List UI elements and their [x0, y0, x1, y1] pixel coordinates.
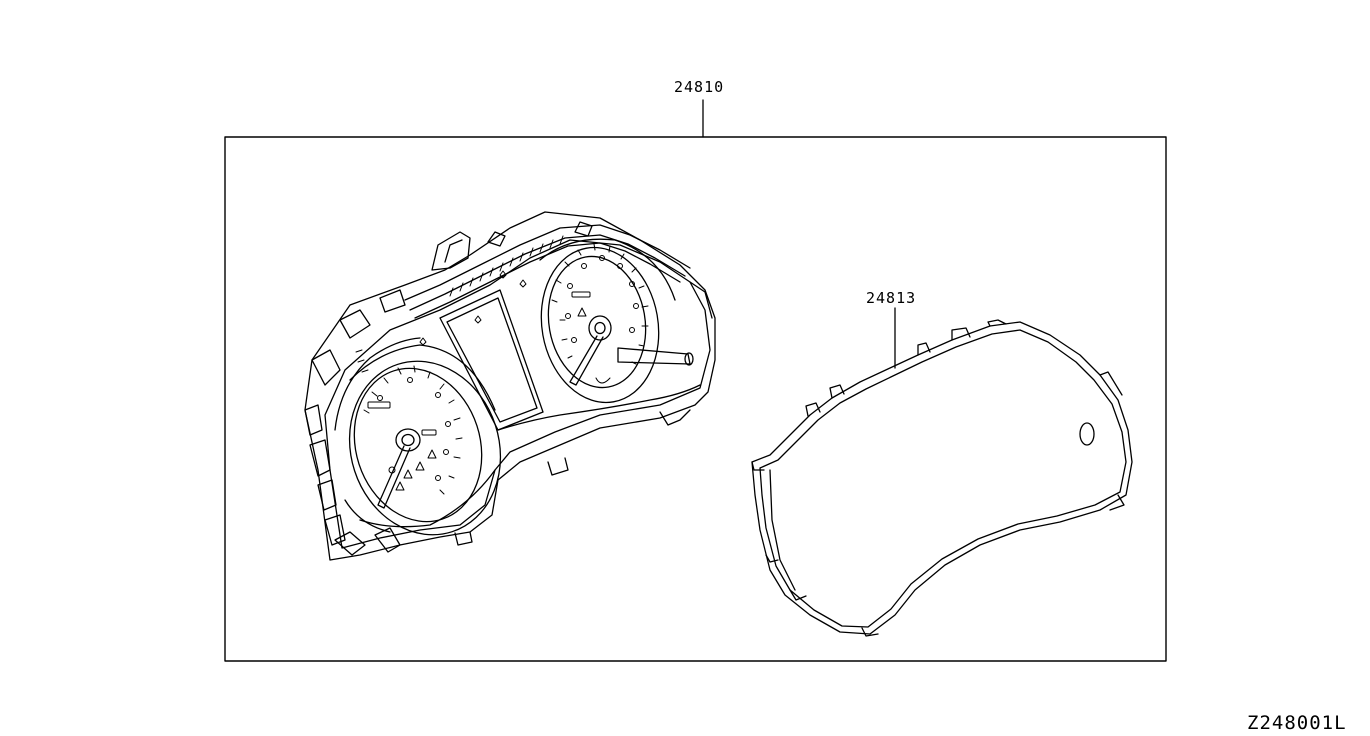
combination-meter-illustration: [304, 211, 716, 561]
part-number-callout-lens: 24813: [866, 289, 917, 307]
assembly-frame: [224, 136, 1167, 662]
diagram-reference-code: Z248001L: [1247, 712, 1347, 734]
meter-lens-illustration: [751, 319, 1133, 637]
part-number-callout: 24810: [674, 78, 725, 96]
